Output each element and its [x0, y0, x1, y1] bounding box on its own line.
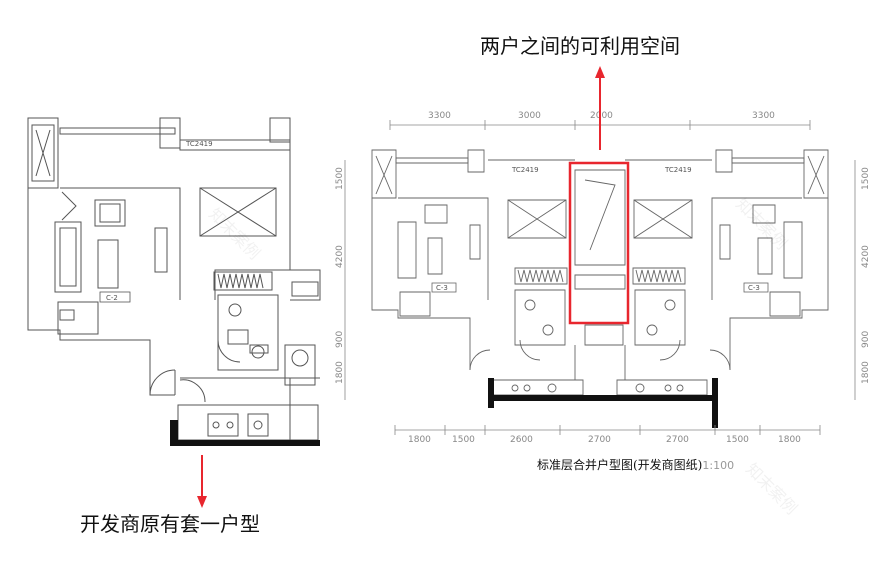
- right-room-tag-box-1: [431, 282, 457, 293]
- bottom-annotation: 开发商原有套一户型: [80, 512, 260, 536]
- bottom-dim-1: 1800: [408, 435, 431, 445]
- right-room-tag-1: C-3: [436, 284, 448, 292]
- bottom-dim-5: 2700: [666, 435, 689, 445]
- right-room-tag-2: C-3: [748, 284, 760, 292]
- plan-caption: 标准层合并户型图(开发商图纸)1:100: [537, 456, 734, 473]
- right-window-code-1: TC2419: [511, 166, 539, 174]
- right-window-code-2: TC2419: [664, 166, 692, 174]
- left-dim-4: 1800: [335, 361, 345, 384]
- watermark-1: 知末案例: [205, 204, 264, 263]
- left-dim-1: 1500: [335, 167, 345, 190]
- bottom-dim-7: 1800: [778, 435, 801, 445]
- top-annotation: 两户之间的可利用空间: [480, 34, 680, 58]
- right-floor-plan: [372, 150, 828, 395]
- right-dim-4: 1800: [861, 361, 871, 384]
- watermark-2: 知末案例: [732, 194, 791, 253]
- bottom-dimension-line: [394, 425, 821, 435]
- top-dim-3: 2000: [590, 111, 613, 121]
- caption-main: 标准层合并户型图(开发商图纸): [537, 458, 703, 472]
- bottom-dim-2: 1500: [452, 435, 475, 445]
- left-floor-plan: [28, 118, 320, 440]
- bottom-dim-6: 1500: [726, 435, 749, 445]
- right-plan-walls: [488, 378, 718, 428]
- right-dim-1: 1500: [861, 167, 871, 190]
- bottom-dim-4: 2700: [588, 435, 611, 445]
- left-dim-3: 900: [335, 331, 345, 348]
- bottom-arrow: [197, 455, 207, 508]
- left-plan-wall: [170, 420, 320, 446]
- top-dim-1: 3300: [428, 111, 451, 121]
- top-arrow: [595, 66, 605, 150]
- usable-space-highlight: [568, 161, 630, 325]
- right-dim-3: 900: [861, 331, 871, 348]
- left-window-code: TC2419: [185, 140, 213, 148]
- side-dimension-lines: [344, 160, 856, 400]
- left-room-tag: C-2: [106, 294, 118, 302]
- left-room-tag-box: [99, 291, 131, 303]
- bottom-dim-3: 2600: [510, 435, 533, 445]
- top-dim-4: 3300: [752, 111, 775, 121]
- right-dim-2: 4200: [861, 245, 871, 268]
- caption-scale: 1:100: [702, 459, 735, 472]
- left-dim-2: 4200: [335, 245, 345, 268]
- top-dim-2: 3000: [518, 111, 541, 121]
- right-room-tag-box-2: [743, 282, 769, 293]
- watermark-3: 知末案例: [742, 459, 801, 518]
